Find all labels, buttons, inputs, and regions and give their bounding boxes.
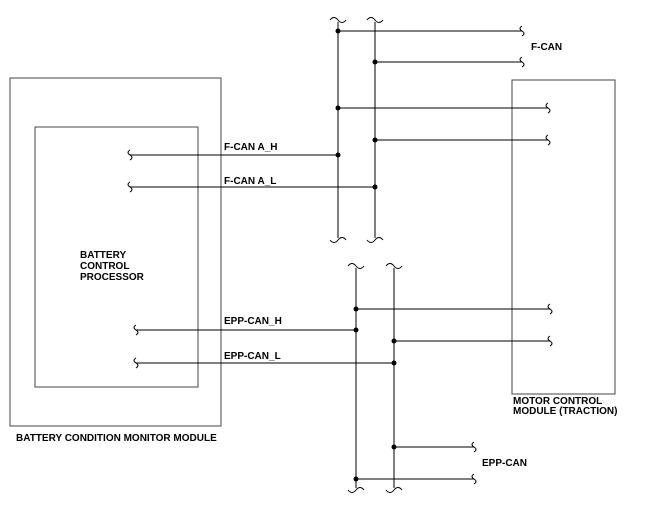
battery-condition-monitor-module-box xyxy=(9,77,222,427)
signal-label-fcan-a-l: F-CAN A_L xyxy=(224,176,276,187)
signal-label-epp-can-h: EPP-CAN_H xyxy=(224,316,282,327)
battery-control-processor-box xyxy=(34,126,199,388)
battery-control-processor-label-line-1: BATTERY xyxy=(80,250,126,261)
fcan-bus xyxy=(127,17,551,243)
eppcan-bus xyxy=(133,263,553,493)
motor-control-module-label-line-1: MOTOR CONTROL xyxy=(513,396,602,407)
signal-label-fcan-a-h: F-CAN A_H xyxy=(224,142,278,153)
motor-control-module-label-line-2: MODULE (TRACTION) xyxy=(513,406,617,417)
eppcan-network-label: EPP-CAN xyxy=(482,458,527,469)
battery-control-processor-label-line-3: PROCESSOR xyxy=(80,272,145,283)
battery-condition-monitor-module-label: BATTERY CONDITION MONITOR MODULE xyxy=(16,433,217,444)
signal-label-epp-can-l: EPP-CAN_L xyxy=(224,351,281,362)
motor-control-module-box xyxy=(511,79,616,395)
battery-control-processor-label-line-2: CONTROL xyxy=(80,261,129,272)
fcan-network-label: F-CAN xyxy=(531,42,562,53)
